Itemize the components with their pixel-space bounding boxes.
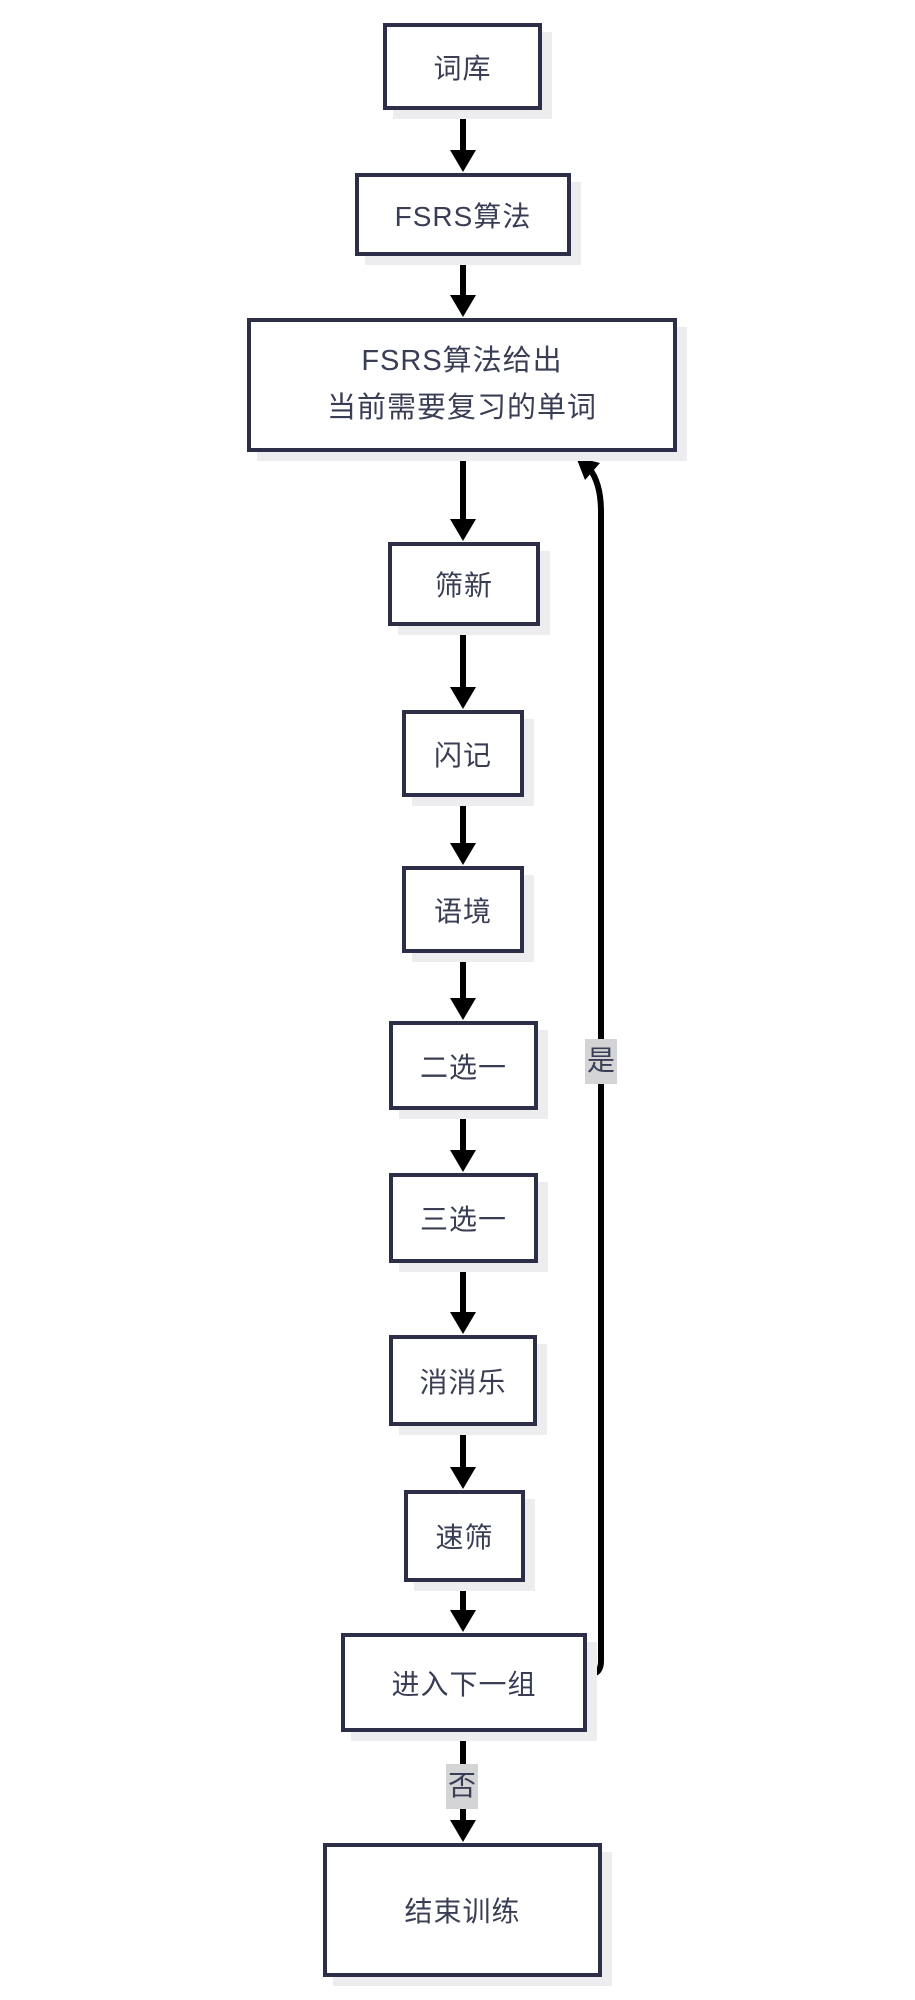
arrow-pick-three-to-match: [450, 1263, 476, 1334]
arrow-output-to-sift-new: [450, 452, 476, 541]
node-pick-one-of-two: 二选一: [389, 1021, 538, 1110]
node-next-group: 进入下一组: [341, 1633, 587, 1732]
arrow-flash-recall-to-context: [450, 797, 476, 865]
node-context: 语境: [402, 866, 524, 953]
arrow-match-to-quick-sift: [450, 1426, 476, 1489]
node-sift-new: 筛新: [388, 542, 540, 626]
node-match-elimination: 消消乐: [389, 1335, 537, 1426]
arrow-context-to-pick-two: [450, 953, 476, 1020]
node-quick-sift: 速筛: [404, 1490, 525, 1582]
node-word-bank: 词库: [383, 23, 542, 110]
edge-label-yes: 是: [585, 1039, 618, 1084]
edge-label-no: 否: [446, 1764, 479, 1809]
node-end-training: 结束训练: [323, 1843, 602, 1977]
arrow-sift-new-to-flash-recall: [450, 626, 476, 709]
arrow-quick-sift-to-next-group: [450, 1582, 476, 1632]
arrow-fsrs-to-output: [450, 256, 476, 317]
node-fsrs-review-output: FSRS算法给出 当前需要复习的单词: [247, 318, 677, 452]
arrow-word-bank-to-fsrs: [450, 110, 476, 172]
arrow-pick-two-to-pick-three: [450, 1110, 476, 1172]
node-pick-one-of-three: 三选一: [389, 1173, 538, 1263]
node-fsrs-algorithm: FSRS算法: [355, 173, 571, 256]
node-flash-recall: 闪记: [402, 710, 524, 797]
